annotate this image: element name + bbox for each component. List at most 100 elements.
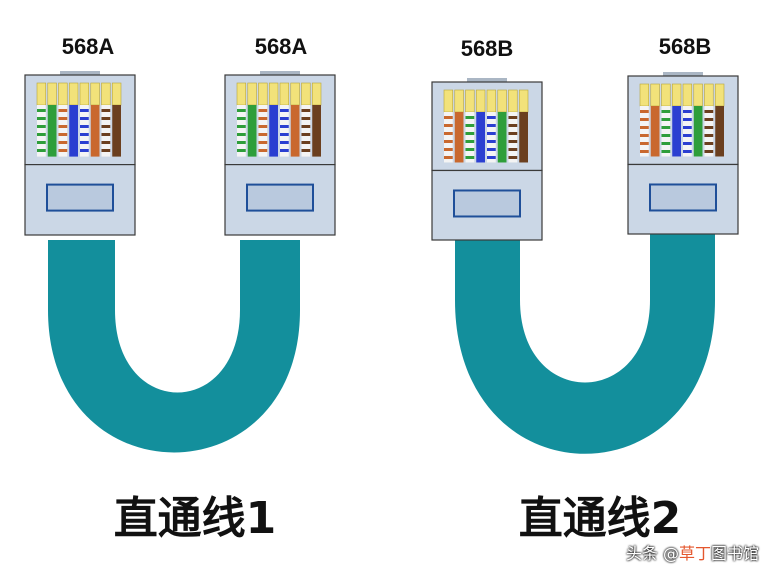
wire-stripe (444, 132, 453, 135)
wire-stripe (487, 140, 496, 143)
wire-stripe (640, 134, 649, 137)
wire-green (497, 112, 507, 163)
plug-label-2-left: 568B (460, 36, 514, 61)
wire-stripe (508, 156, 518, 159)
wire-stripe (37, 109, 46, 112)
wire-white-orange (640, 106, 649, 157)
wire-stripe (37, 125, 46, 128)
wire-stripe (661, 118, 671, 121)
pin-contact (486, 89, 497, 113)
wire-stripe (80, 149, 89, 152)
wire-white-green (465, 112, 475, 163)
wire-stripe (444, 140, 453, 143)
wire-white-brown (101, 105, 111, 157)
wire-stripe (258, 125, 268, 128)
wire-white-blue (280, 105, 289, 157)
wire-stripe (683, 110, 692, 113)
wire-stripe (80, 133, 89, 136)
wire-orange (290, 105, 300, 157)
wire-white-blue (80, 105, 89, 157)
pin-contact (279, 82, 290, 106)
wire-stripe (37, 149, 46, 152)
wire-stripe (80, 141, 89, 144)
plug-1-left (24, 71, 136, 236)
pin-contact (465, 89, 475, 113)
pin-contact (247, 82, 257, 106)
cable-2-body (455, 230, 715, 454)
wire-stripe (465, 124, 475, 127)
wire-stripe (683, 150, 692, 153)
wire-stripe (465, 132, 475, 135)
pin-contact (47, 82, 57, 106)
wire-stripe (683, 126, 692, 129)
wire-orange (90, 105, 100, 157)
pin-contact (68, 82, 79, 106)
wire-white-green (661, 106, 671, 157)
cable-1-body (48, 240, 300, 453)
pin-contact (301, 82, 311, 106)
wire-stripe (237, 133, 246, 136)
wire-stripe (301, 109, 311, 112)
wire-stripe (258, 117, 268, 120)
wire-blue (672, 106, 681, 157)
wire-stripe (704, 150, 714, 153)
wire-stripe (465, 116, 475, 119)
cable-title-2: 直通线2 (518, 493, 682, 544)
wire-white-blue (487, 112, 496, 163)
wire-stripe (508, 132, 518, 135)
wire-stripe (101, 109, 111, 112)
wire-stripe (683, 142, 692, 145)
wire-stripe (640, 150, 649, 153)
wire-stripe (58, 125, 68, 128)
wire-stripe (661, 142, 671, 145)
pin-contact (682, 83, 693, 107)
wire-white-green (237, 105, 246, 157)
wire-stripe (258, 109, 268, 112)
pin-contact (454, 89, 464, 113)
wire-blue (269, 105, 278, 157)
wire-green (47, 105, 57, 157)
pin-contact (639, 83, 650, 107)
wire-stripe (280, 149, 289, 152)
plug-label-2-right: 568B (658, 34, 712, 59)
wire-stripe (280, 109, 289, 112)
pin-contact (714, 83, 725, 107)
pin-contact (58, 82, 68, 106)
pin-contact (661, 83, 671, 107)
wire-stripe (508, 148, 518, 151)
pin-contact (671, 83, 682, 107)
pin-contact (290, 82, 300, 106)
wire-stripe (465, 140, 475, 143)
wire-stripe (683, 118, 692, 121)
plug-top-tab (260, 71, 300, 77)
wire-stripe (640, 110, 649, 113)
watermark-prefix: 头条 @ (625, 544, 679, 563)
wire-stripe (237, 149, 246, 152)
plug-label-1-left: 568A (61, 34, 115, 59)
wire-stripe (508, 116, 518, 119)
wire-stripe (487, 124, 496, 127)
wire-stripe (640, 118, 649, 121)
plug-top-tab (663, 72, 703, 78)
pin-contact (704, 83, 714, 107)
wire-stripe (280, 141, 289, 144)
wire-stripe (704, 126, 714, 129)
watermark-suffix: 图书馆 (710, 544, 759, 563)
wire-green (693, 106, 703, 157)
wire-stripe (280, 125, 289, 128)
wire-stripe (444, 116, 453, 119)
wire-stripe (465, 156, 475, 159)
pin-contact (508, 89, 518, 113)
wire-stripe (301, 117, 311, 120)
wire-stripe (280, 133, 289, 136)
plug-clip (649, 183, 717, 212)
wire-stripe (101, 117, 111, 120)
wire-green (247, 105, 257, 157)
wire-stripe (101, 149, 111, 152)
wire-stripe (640, 142, 649, 145)
plug-clip (46, 183, 114, 212)
wire-orange (650, 106, 660, 157)
wire-stripe (661, 134, 671, 137)
wire-stripe (101, 141, 111, 144)
wire-stripe (301, 149, 311, 152)
